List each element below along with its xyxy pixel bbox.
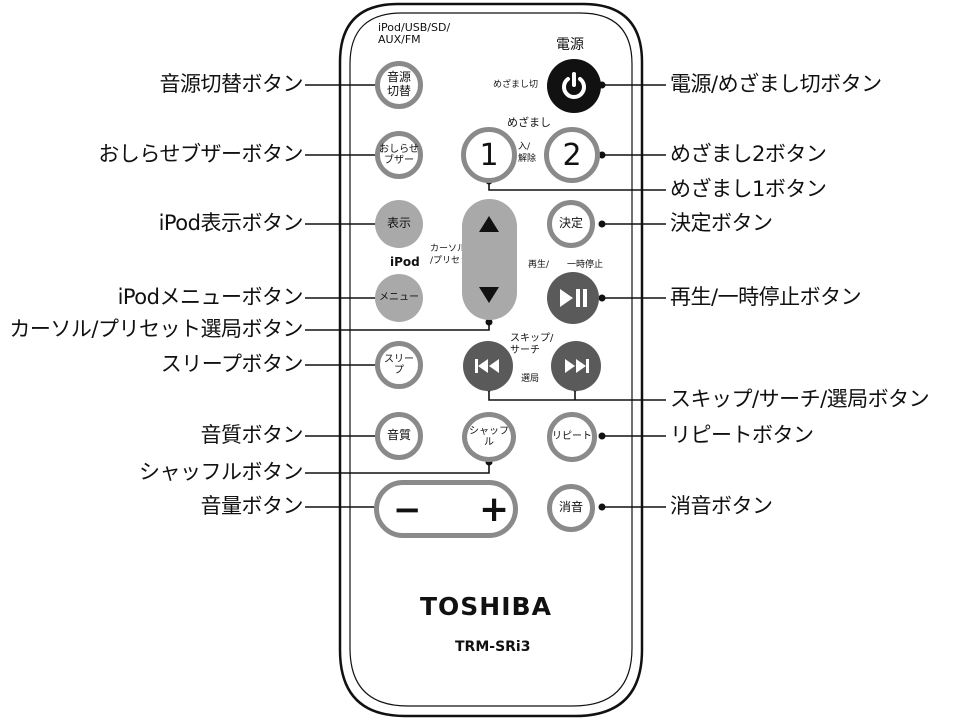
callout-mute-button: 消音ボタン	[670, 494, 773, 518]
callout-volume-button: 音量ボタン	[200, 494, 304, 518]
callout-ipod-display-button: iPod表示ボタン	[158, 211, 304, 235]
callout-ipod-menu-button: iPodメニューボタン	[117, 285, 304, 309]
callout-alarm-buzzer-button: おしらせブザーボタン	[98, 142, 303, 166]
play-pause-button[interactable]	[547, 272, 599, 324]
alarm-label: めざまし	[507, 116, 551, 129]
volume-button[interactable]: − +	[374, 480, 518, 538]
skip-back-button[interactable]	[463, 341, 513, 391]
callout-cursor-preset-button: カーソル/プリセット選局ボタン	[9, 317, 303, 341]
on-off-label: 入/ 解除	[518, 142, 537, 164]
alarm1-button[interactable]: 1	[461, 127, 517, 183]
play-pause-label: 再生/ 一時停止	[528, 260, 604, 270]
repeat-button[interactable]: リピート	[547, 412, 597, 462]
callout-sleep-button: スリープボタン	[160, 352, 304, 376]
triangle-up-icon	[479, 216, 499, 232]
callout-sound-quality-button: 音質ボタン	[200, 423, 304, 447]
alarm-buzzer-button[interactable]: おしらせ ブザー	[375, 131, 423, 179]
callout-repeat-button: リピートボタン	[670, 423, 814, 447]
model-number: TRM-SRi3	[455, 639, 531, 655]
triangle-down-icon	[479, 287, 499, 303]
skip-search-label: スキップ/ サーチ	[510, 333, 554, 356]
alarm-off-label: めざまし切	[493, 80, 539, 90]
play-pause-icon	[560, 289, 587, 307]
power-label: 電源	[556, 37, 584, 53]
volume-plus-icon: +	[479, 489, 510, 530]
power-button[interactable]	[547, 59, 601, 113]
ipod-menu-button[interactable]: メニュー	[375, 274, 423, 322]
skip-forward-button[interactable]	[551, 341, 601, 391]
volume-minus-icon: −	[393, 490, 422, 530]
mute-button[interactable]: 消音	[547, 484, 595, 532]
enter-button[interactable]: 決定	[547, 200, 595, 248]
callout-play-pause-button: 再生/一時停止ボタン	[670, 285, 862, 309]
callout-alarm1-button: めざまし1ボタン	[670, 177, 827, 201]
ipod-display-button[interactable]: 表示	[375, 200, 423, 248]
source-mode-label: iPod/USB/SD/ AUX/FM	[378, 21, 451, 47]
shuffle-button[interactable]: シャッフル	[462, 412, 516, 462]
skip-back-icon	[475, 359, 499, 373]
callout-power-button: 電源/めざまし切ボタン	[670, 72, 882, 96]
tuning-label: 選局	[521, 374, 540, 384]
brand-logo: TOSHIBA	[420, 592, 552, 621]
callout-source-button: 音源切替ボタン	[159, 72, 304, 96]
power-icon	[562, 72, 586, 99]
callout-shuffle-button: シャッフルボタン	[139, 460, 304, 484]
alarm2-button[interactable]: 2	[544, 127, 600, 183]
cursor-preset-button[interactable]	[462, 199, 517, 320]
skip-forward-icon	[565, 359, 589, 373]
callout-skip-search-button: スキップ/サーチ/選局ボタン	[670, 387, 930, 411]
callout-alarm2-button: めざまし2ボタン	[670, 142, 827, 166]
ipod-label: iPod	[390, 255, 420, 269]
callout-enter-button: 決定ボタン	[670, 211, 773, 235]
sound-quality-button[interactable]: 音質	[375, 412, 423, 460]
source-button[interactable]: 音源 切替	[375, 61, 423, 109]
sleep-button[interactable]: スリープ	[375, 341, 423, 389]
